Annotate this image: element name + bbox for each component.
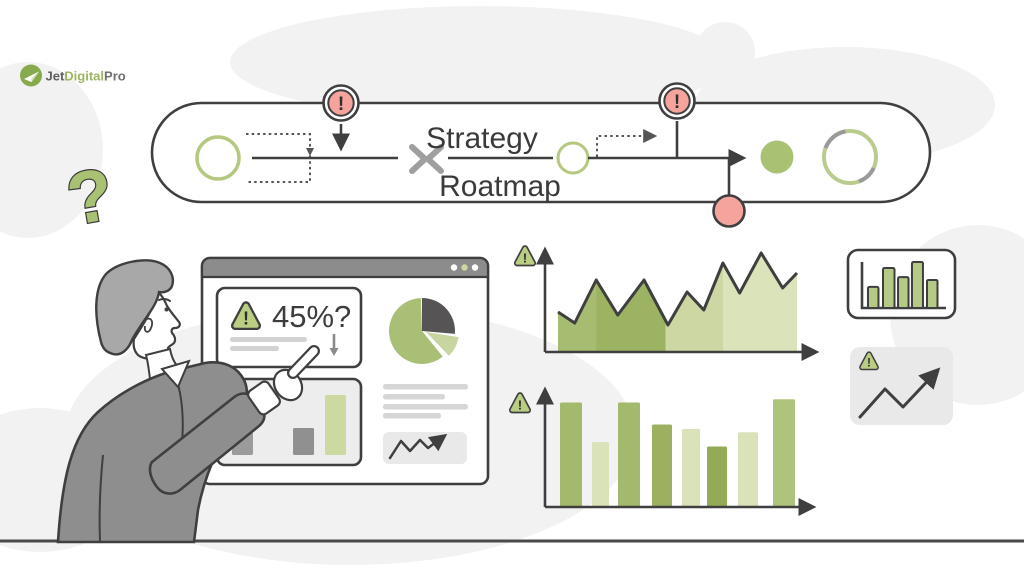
suit-fold-line (98, 454, 104, 542)
roadmap-label-bottom: Roatmap (439, 170, 561, 203)
down-arrow-icon (329, 334, 339, 356)
milestone-circle-start (195, 135, 241, 181)
dashed-box-arrow-icon (306, 148, 314, 156)
roadmap-pill: Strategy Roatmap (150, 82, 932, 228)
window-dots (450, 264, 479, 271)
skeleton-text-block (383, 384, 468, 419)
mini-trend-widget (383, 432, 467, 464)
milestone-ring-end (822, 129, 878, 185)
pointing-finger (289, 347, 318, 377)
trend-card (850, 347, 953, 425)
person (56, 259, 320, 544)
trend-arrow (858, 367, 941, 419)
alert-stat-card: 45%? (215, 286, 363, 369)
logo: JetDigitalPro (20, 64, 126, 87)
face (132, 288, 181, 361)
eye (164, 307, 169, 312)
logo-text: JetDigitalPro (46, 69, 126, 84)
window-titlebar (200, 256, 490, 279)
sleeve (148, 392, 266, 495)
shirt-collar (160, 359, 191, 389)
chevrons-icon (409, 144, 444, 174)
roadmap-label-top: Strategy (426, 122, 538, 155)
bar-chart (508, 386, 817, 517)
area-chart (513, 245, 820, 362)
eyebrow (158, 297, 171, 302)
skeleton-line (230, 346, 279, 351)
warning-badge-icon (322, 84, 360, 122)
trend-zigzag (388, 433, 448, 460)
milestone-circle-mid (556, 141, 590, 175)
stat-value: 45%? (272, 299, 351, 334)
roadmap-pill-outline (150, 101, 932, 204)
milestone-circle-filled (760, 140, 794, 174)
ear (143, 317, 154, 333)
mini-bar-chart-card (846, 248, 957, 320)
question-mark-icon: ? (61, 152, 120, 242)
warning-badge-icon (658, 82, 696, 120)
warning-triangle-icon (513, 245, 537, 267)
skeleton-line (230, 337, 307, 342)
dashed-branch-arrow (596, 129, 658, 157)
milestone-circle-alert (712, 194, 746, 228)
shirt-cuff (247, 380, 281, 416)
dashboard-window: 45%? (200, 256, 490, 486)
pie-chart (389, 298, 459, 364)
hair (95, 259, 174, 356)
